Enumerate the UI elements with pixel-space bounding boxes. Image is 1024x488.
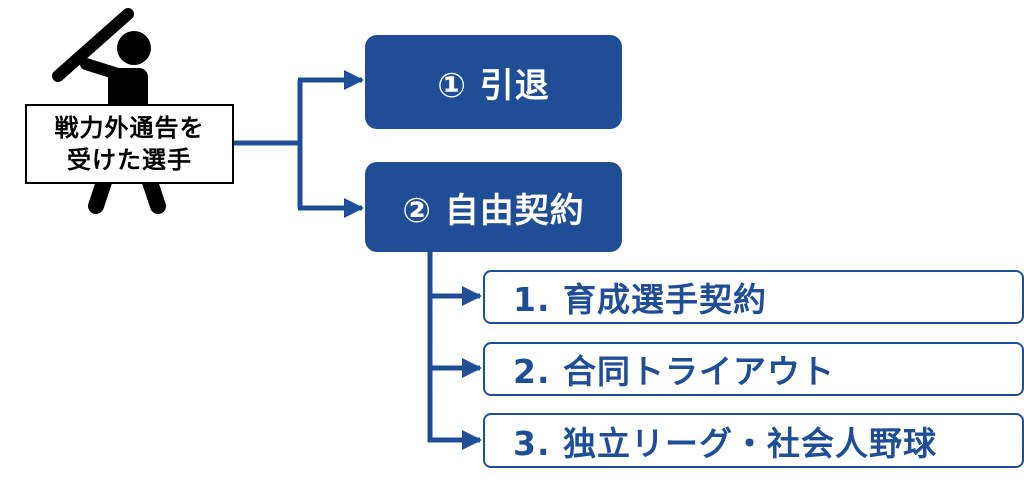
option-retire: ① 引退: [365, 35, 622, 129]
sub-option-independent-league: 3. 独立リーグ・社会人野球: [483, 413, 1024, 468]
option-free-agent: ② 自由契約: [365, 162, 622, 252]
option-retire-label: ① 引退: [437, 65, 550, 106]
sub-option-label: 3. 独立リーグ・社会人野球: [513, 423, 937, 463]
sub-option-development-contract: 1. 育成選手契約: [483, 270, 1024, 324]
player-label-line2: 受けた選手: [67, 146, 192, 174]
player-label-box: 戦力外通告を 受けた選手: [25, 104, 234, 184]
sub-option-label: 1. 育成選手契約: [513, 280, 767, 319]
sub-option-label: 2. 合同トライアウト: [513, 352, 835, 391]
option-free-agent-label: ② 自由契約: [402, 190, 585, 231]
player-label-line1: 戦力外通告を: [54, 114, 205, 142]
sub-option-joint-tryout: 2. 合同トライアウト: [483, 342, 1024, 396]
